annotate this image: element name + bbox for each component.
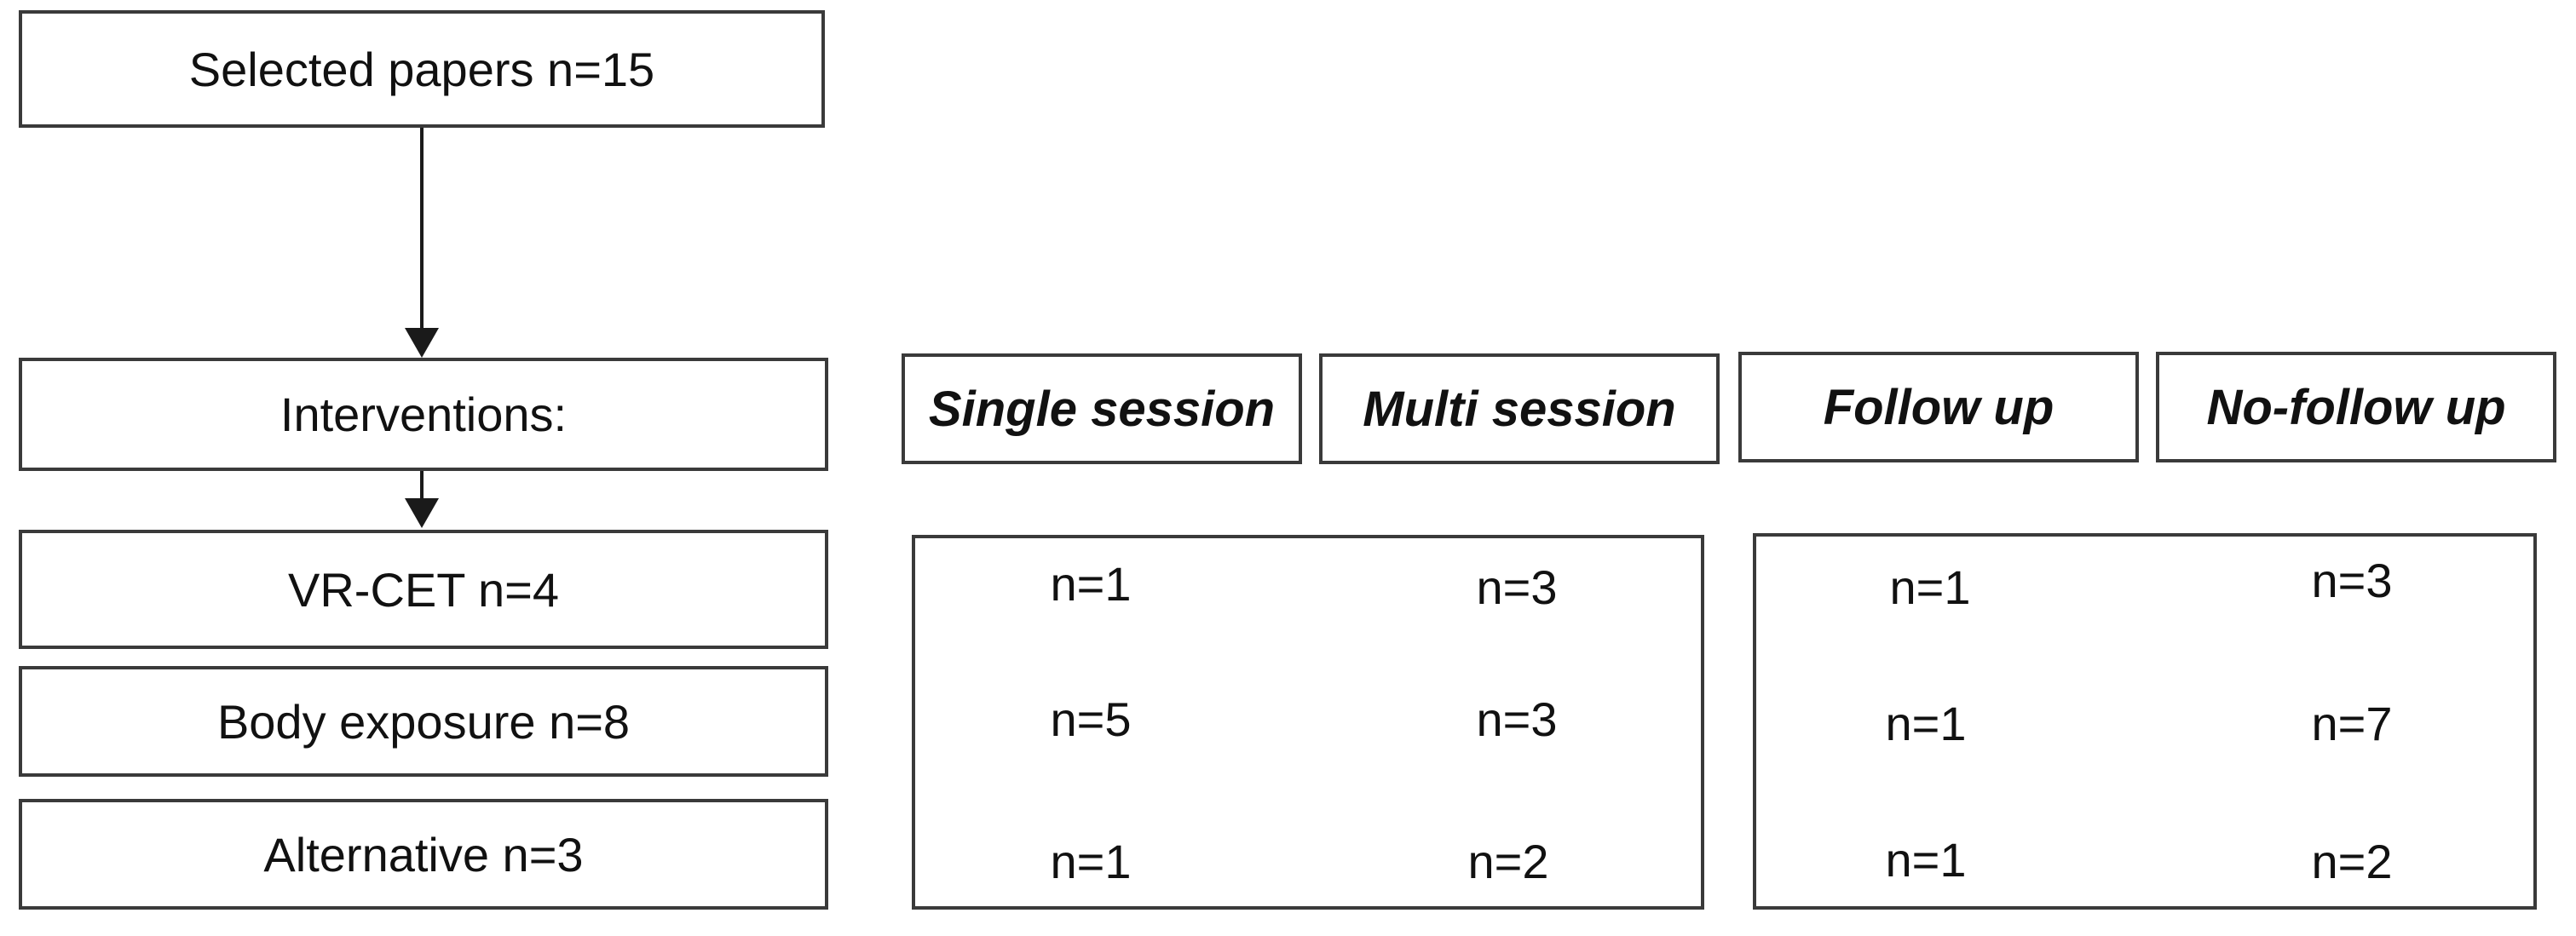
vr-cet-follow-up-value: n=1 <box>1889 560 1971 614</box>
alternative-multi-session-value: n=2 <box>1467 835 1549 888</box>
vr-cet-no-follow-up-value: n=3 <box>2311 554 2393 607</box>
vr-cet-label: VR-CET n=4 <box>288 562 559 617</box>
multi-session-header: Multi session <box>1319 353 1720 464</box>
alternative-box: Alternative n=3 <box>19 799 828 910</box>
no-follow-up-header: No-follow up <box>2156 352 2556 462</box>
alternative-label: Alternative n=3 <box>263 827 584 881</box>
arrow-selected-to-interventions <box>405 128 439 358</box>
body-exposure-label: Body exposure n=8 <box>216 694 631 749</box>
multi-session-label: Multi session <box>1363 381 1676 437</box>
body-exposure-follow-up-value: n=1 <box>1885 697 1967 750</box>
vr-cet-box: VR-CET n=4 <box>19 530 828 649</box>
single-session-header: Single session <box>902 353 1302 464</box>
selected-papers-label: Selected papers n=15 <box>188 42 655 96</box>
alternative-no-follow-up-value: n=2 <box>2311 835 2393 888</box>
follow-up-label: Follow up <box>1823 379 2054 435</box>
interventions-box: Interventions: <box>19 358 828 471</box>
sessions-results-box <box>912 535 1704 910</box>
follow-up-header: Follow up <box>1738 352 2139 462</box>
follow-results-box <box>1753 533 2537 910</box>
vr-cet-multi-session-value: n=3 <box>1476 560 1558 614</box>
arrowhead-icon <box>405 328 439 358</box>
body-exposure-box: Body exposure n=8 <box>19 666 828 777</box>
no-follow-up-label: No-follow up <box>2206 379 2506 435</box>
interventions-label: Interventions: <box>279 388 568 441</box>
body-exposure-multi-session-value: n=3 <box>1476 692 1558 746</box>
body-exposure-no-follow-up-value: n=7 <box>2311 697 2393 750</box>
single-session-label: Single session <box>928 381 1276 437</box>
arrowhead-icon <box>405 498 439 528</box>
selected-papers-box: Selected papers n=15 <box>19 10 825 128</box>
alternative-single-session-value: n=1 <box>1050 835 1132 888</box>
body-exposure-single-session-value: n=5 <box>1050 692 1132 746</box>
arrow-interventions-to-categories <box>405 471 439 528</box>
alternative-follow-up-value: n=1 <box>1885 833 1967 887</box>
vr-cet-single-session-value: n=1 <box>1050 557 1132 611</box>
